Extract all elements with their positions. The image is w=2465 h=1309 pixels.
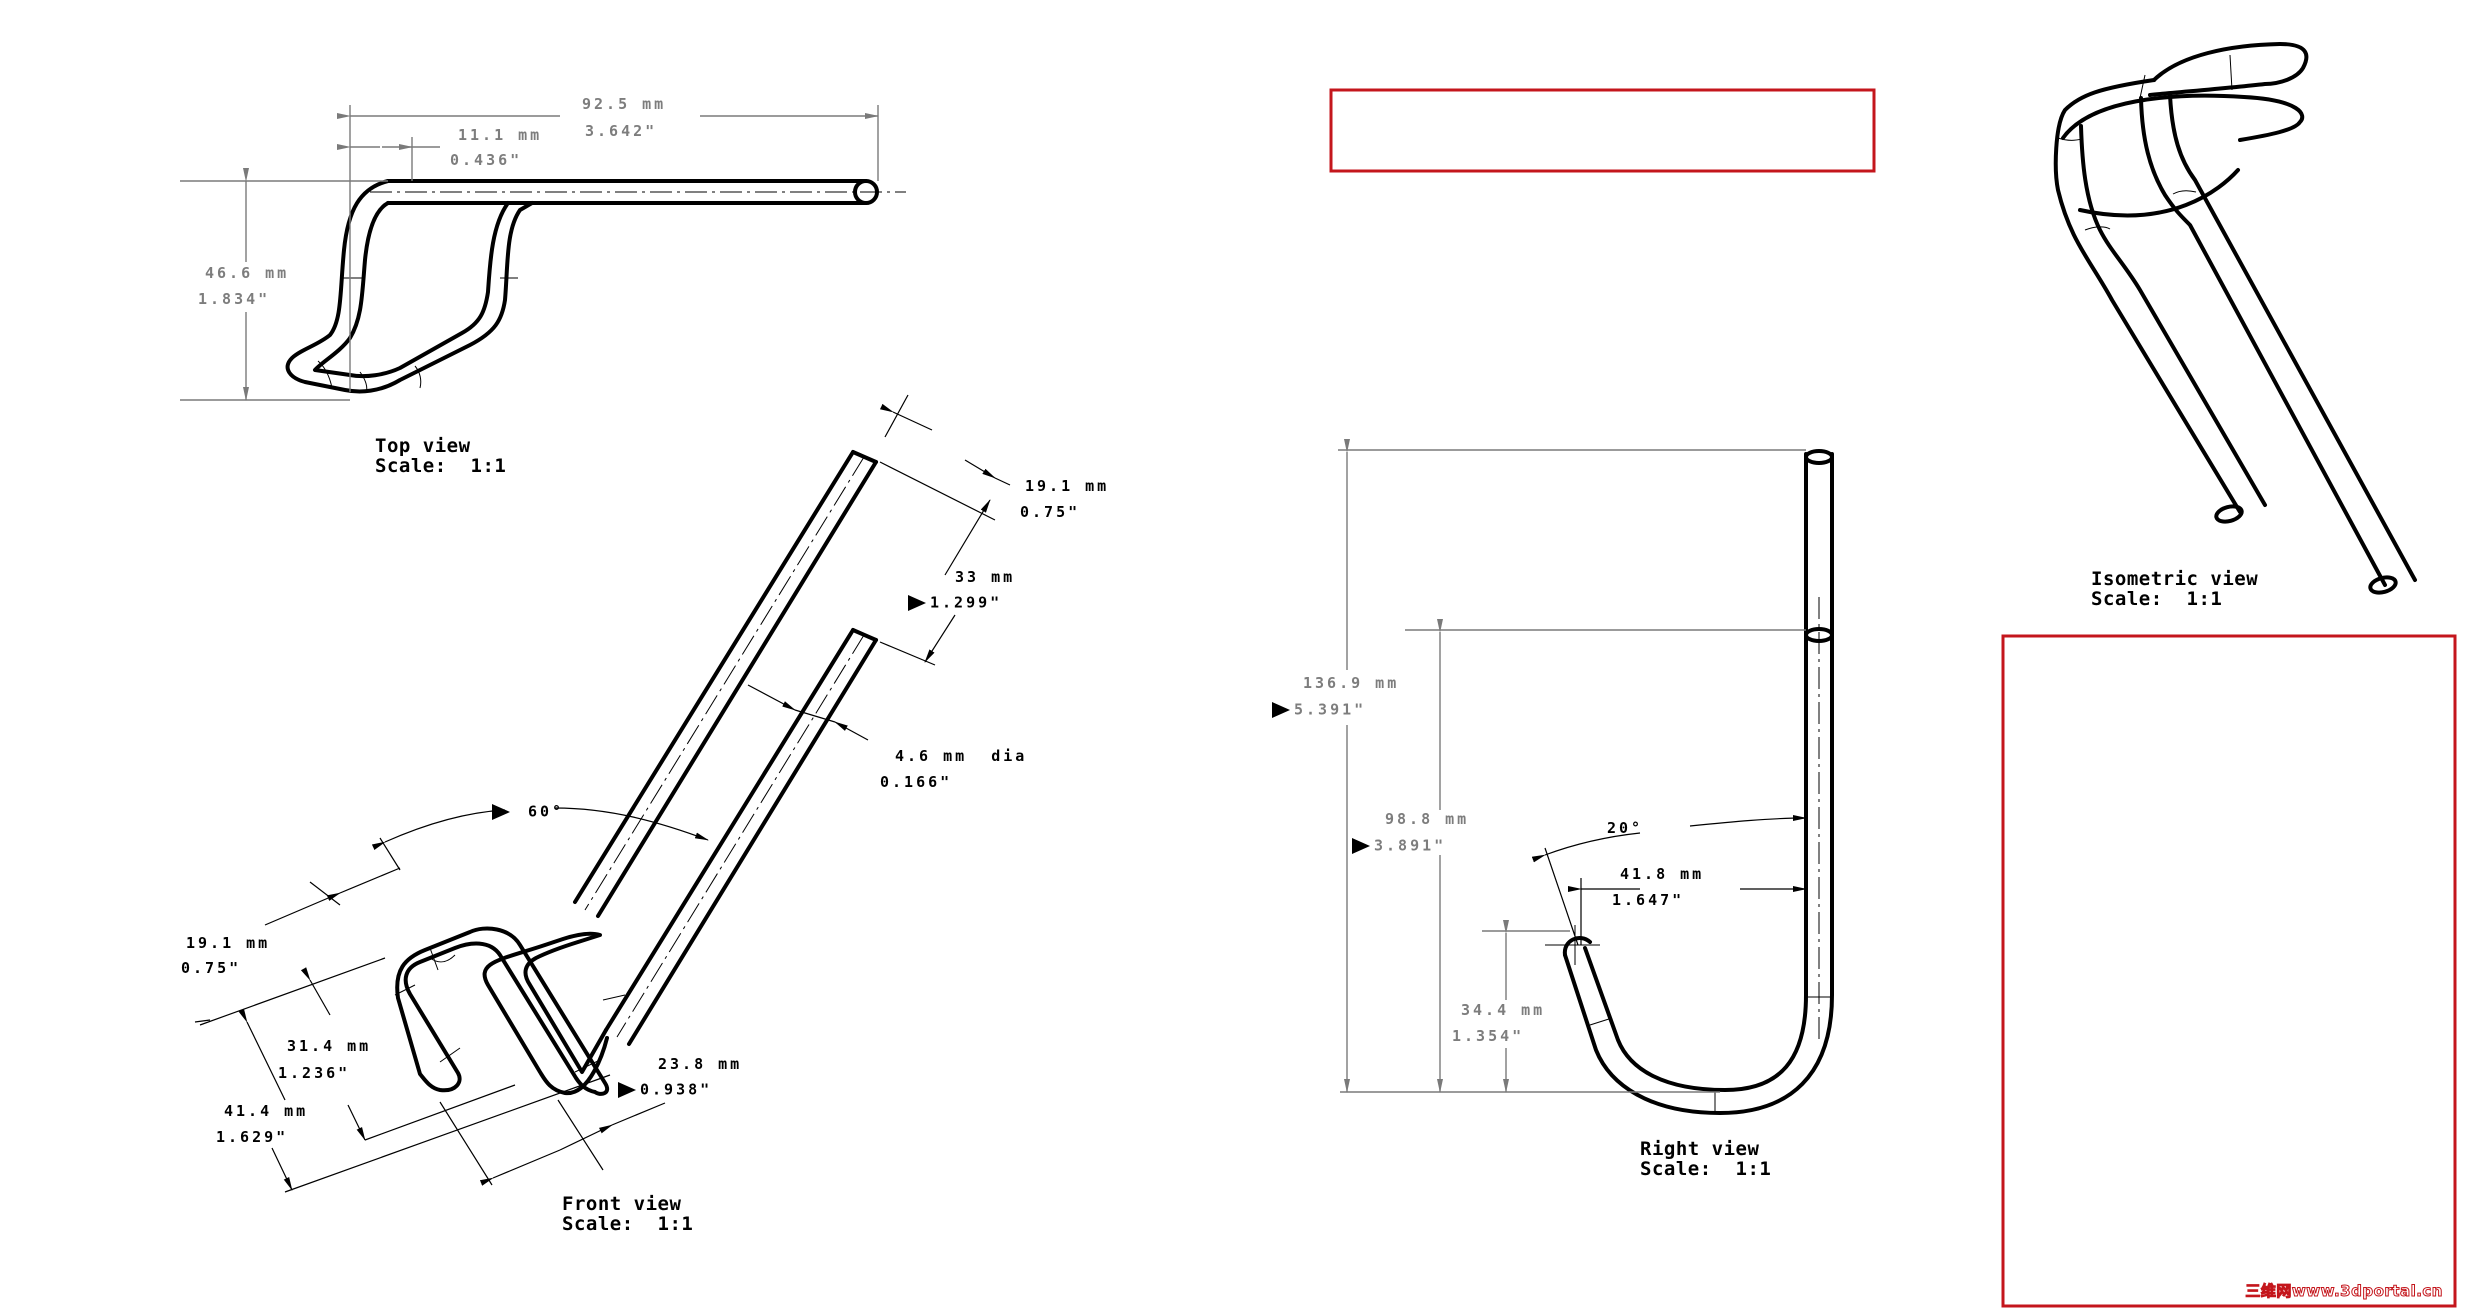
top-view-scale: Scale: 1:1 xyxy=(375,455,507,477)
front-leg-offset-in-value: 1.299" xyxy=(930,593,1003,612)
right-leg-height-mm: 98.8 mm xyxy=(1385,810,1470,828)
isometric-view-scale: Scale: 1:1 xyxy=(2091,588,2223,610)
right-overall-height-in: 5.391" xyxy=(1272,702,1366,718)
front-tube-diameter-mm: 4.6 mm dia xyxy=(895,749,1027,764)
isometric-view-part xyxy=(2053,42,2417,595)
dimension-flag-icon xyxy=(492,804,510,820)
top-offset-mm: 11.1 mm xyxy=(458,126,543,144)
leg-height-in-value: 3.891" xyxy=(1374,836,1447,855)
front-loop-height-mm: 31.4 mm xyxy=(287,1037,372,1055)
watermark: 三维网www.3dportal.cn xyxy=(2245,1282,2443,1301)
leg-spacing-in-value: 0.938" xyxy=(640,1080,713,1099)
right-leg-height-in: 3.891" xyxy=(1352,838,1446,854)
right-hook-tip-height-in: 1.354" xyxy=(1452,1027,1525,1045)
front-leg-offset-in: 1.299" xyxy=(908,595,1002,611)
isometric-view-title: Isometric view xyxy=(2091,568,2259,590)
front-end-spacing-in: 0.75" xyxy=(1020,503,1081,521)
top-overall-length-mm: 92.5 mm xyxy=(582,95,667,113)
dimension-flag-icon xyxy=(618,1082,636,1098)
front-loop-width-in: 0.75" xyxy=(181,959,242,977)
front-end-spacing-mm: 19.1 mm xyxy=(1025,477,1110,495)
top-overall-length-in: 3.642" xyxy=(585,122,658,140)
title-block-top-frame xyxy=(1329,88,1876,173)
front-overall-width-in: 1.629" xyxy=(216,1128,289,1146)
right-hook-angle: 20° xyxy=(1607,819,1644,837)
front-bend-angle: 60° xyxy=(492,804,564,820)
front-view-dimensions xyxy=(194,394,1011,1193)
top-offset-in: 0.436" xyxy=(450,151,523,169)
front-loop-width-mm: 19.1 mm xyxy=(186,934,271,952)
top-depth-in: 1.834" xyxy=(198,290,271,308)
front-tube-diameter-in: 0.166" xyxy=(880,773,953,791)
overall-height-in-value: 5.391" xyxy=(1294,700,1367,719)
right-view-title: Right view xyxy=(1640,1138,1760,1160)
dimension-flag-icon xyxy=(908,595,926,611)
front-view-title: Front view xyxy=(562,1193,682,1215)
top-view-title: Top view xyxy=(375,435,471,457)
right-view-part xyxy=(1545,449,1834,1115)
right-view-scale: Scale: 1:1 xyxy=(1640,1158,1772,1180)
front-view-part xyxy=(394,450,878,1096)
right-overall-height-mm: 136.9 mm xyxy=(1303,674,1400,692)
front-overall-width-mm: 41.4 mm xyxy=(224,1102,309,1120)
top-depth-mm: 46.6 mm xyxy=(205,264,290,282)
title-block-bottom-frame xyxy=(2001,634,2457,1308)
bend-angle-value: 60° xyxy=(528,802,565,821)
front-view-scale: Scale: 1:1 xyxy=(562,1213,694,1235)
dimension-flag-icon xyxy=(1272,702,1290,718)
right-hook-width-mm: 41.8 mm xyxy=(1620,865,1705,883)
front-leg-spacing-in: 0.938" xyxy=(618,1082,712,1098)
top-view-dimensions xyxy=(180,105,879,401)
title-block-top xyxy=(1331,90,1874,171)
dimension-flag-icon xyxy=(1352,838,1370,854)
front-leg-offset-mm: 33 mm xyxy=(955,568,1016,586)
tube-diameter-value: 4.6 mm xyxy=(895,747,968,765)
title-block-bottom xyxy=(2003,636,2455,1306)
tube-diameter-suffix: dia xyxy=(991,747,1028,765)
right-view-dimensions xyxy=(1338,439,1807,1093)
front-leg-spacing-mm: 23.8 mm xyxy=(658,1055,743,1073)
right-hook-width-in: 1.647" xyxy=(1612,891,1685,909)
front-loop-height-in: 1.236" xyxy=(278,1064,351,1082)
top-view-part xyxy=(285,179,906,394)
right-hook-tip-height-mm: 34.4 mm xyxy=(1461,1001,1546,1019)
